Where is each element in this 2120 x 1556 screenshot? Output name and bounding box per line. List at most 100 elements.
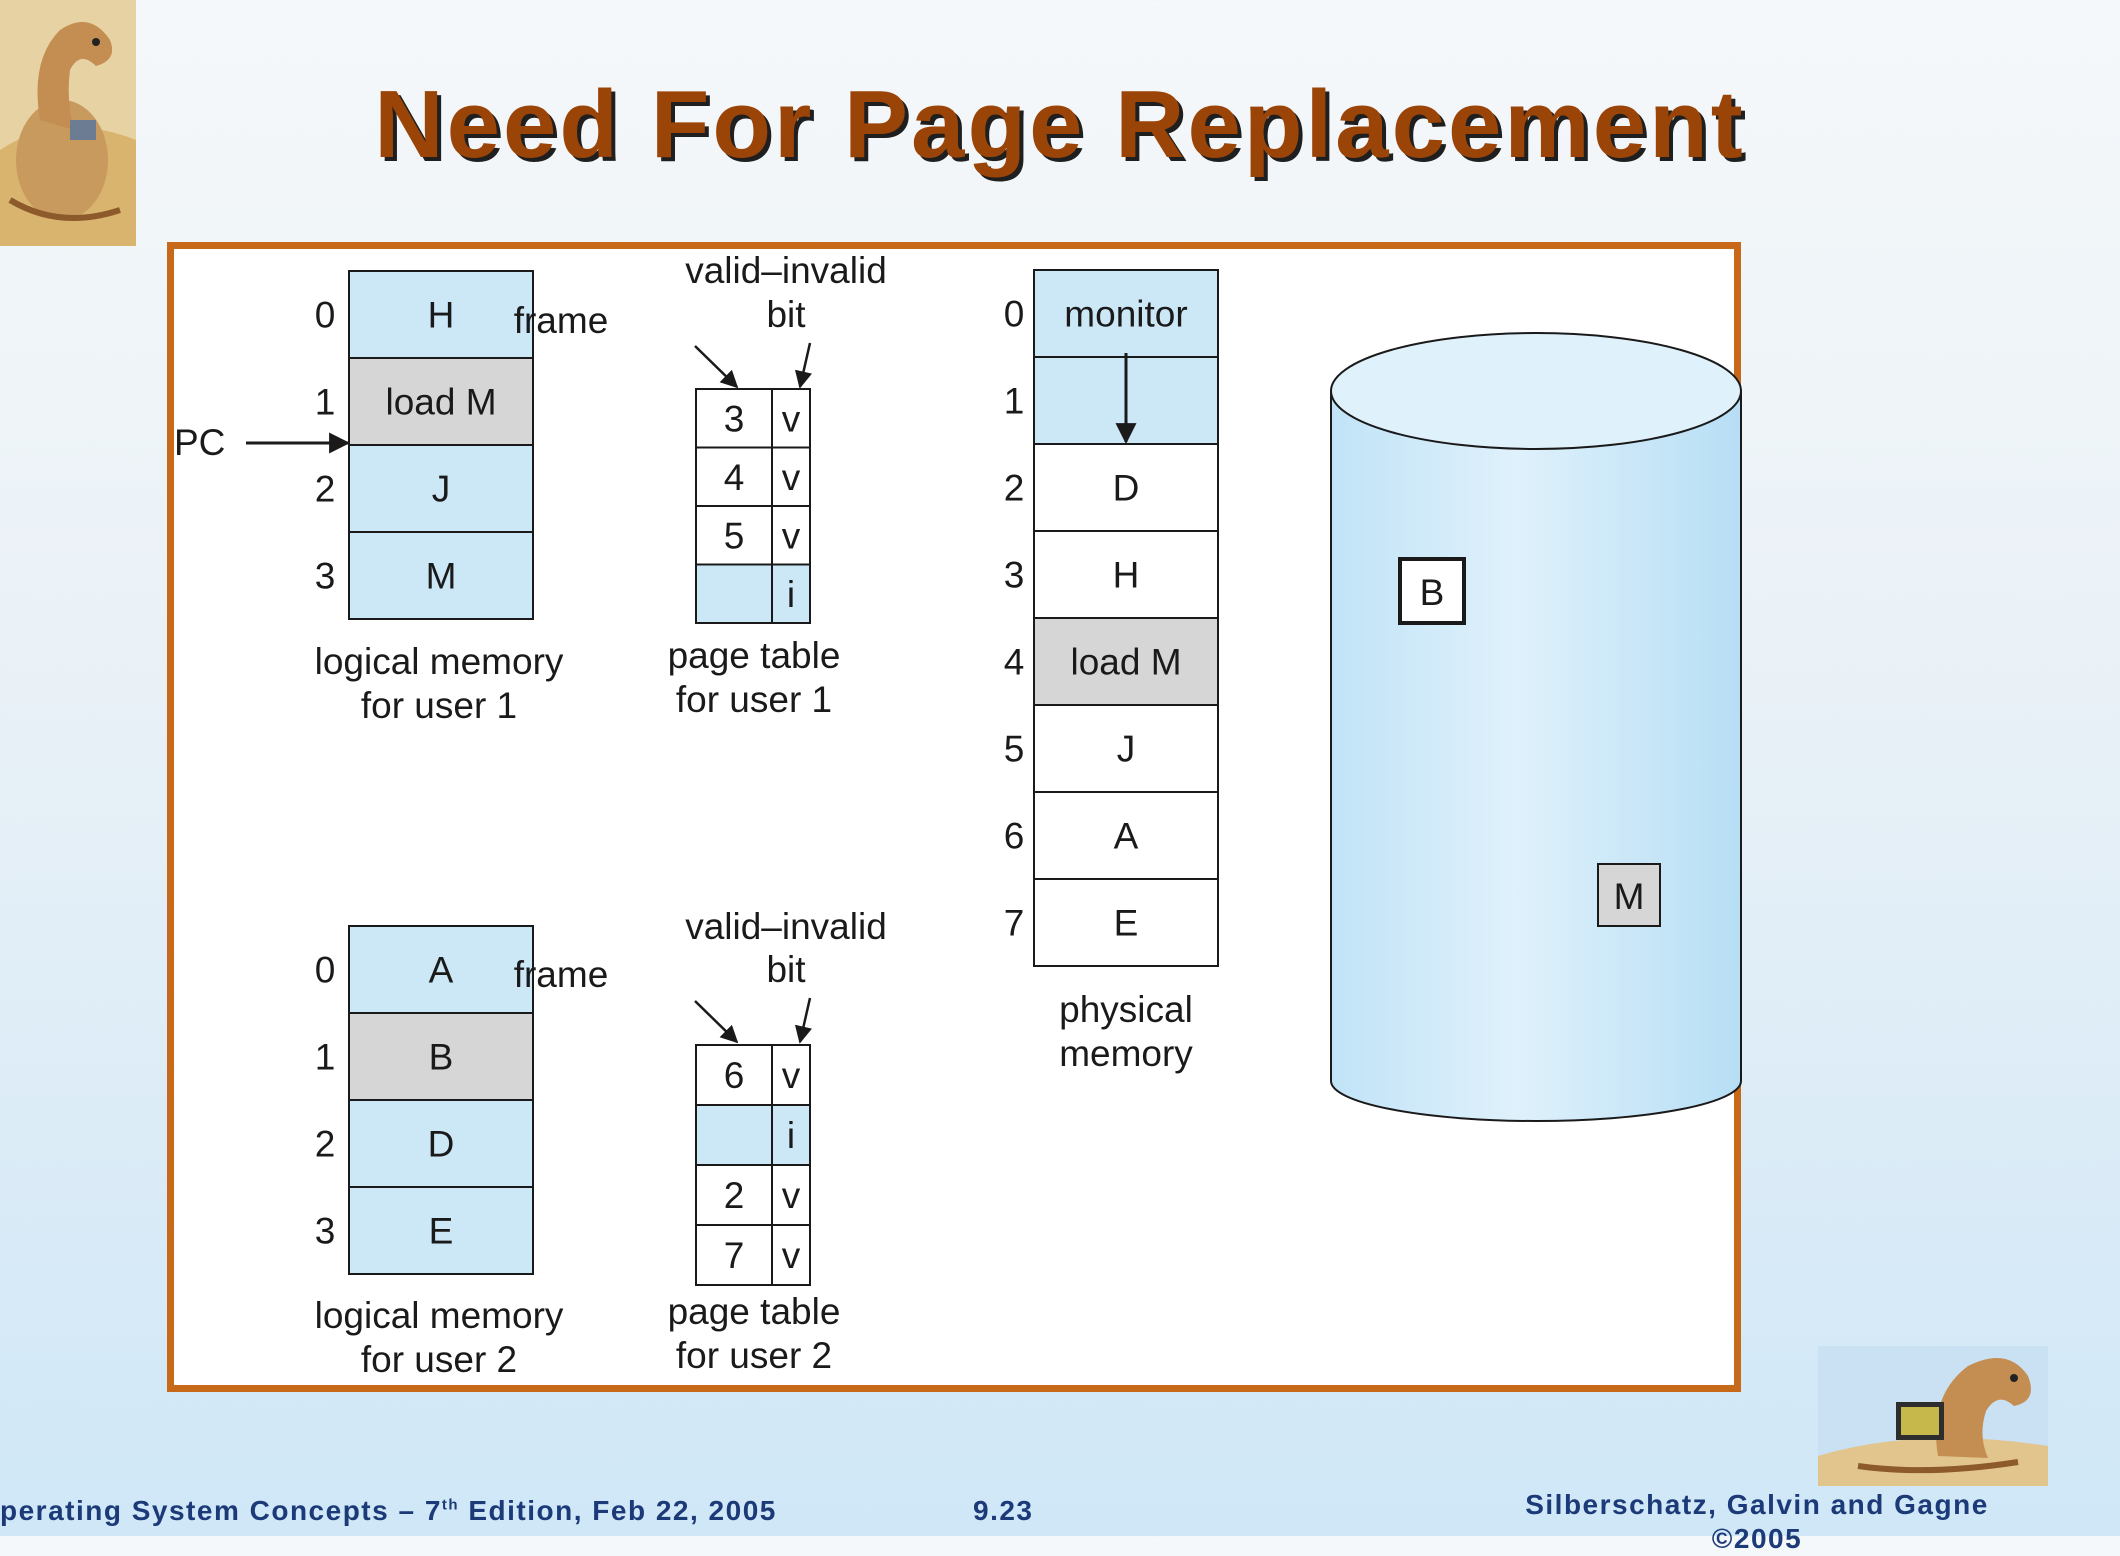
user1-logical-memory-index-0: 0 <box>315 295 336 336</box>
footer-authors-line1: Silberschatz, Galvin and Gagne <box>1525 1489 1989 1520</box>
user1-page-table-frame-2: 5 <box>724 515 745 556</box>
user2-page-table-frame-cell-0 <box>695 1044 773 1106</box>
physical-memory-cell-7 <box>1033 878 1219 967</box>
dinosaur-logo-bottom <box>1818 1346 2048 1486</box>
user1-page-table-frame-cell-0 <box>695 388 773 449</box>
physical-memory-content-7: E <box>1114 903 1139 944</box>
user1-page-table-label-line2: for user 1 <box>676 679 832 720</box>
user2-page-table-frame-3: 7 <box>724 1235 745 1276</box>
disk-page-m-label: M <box>1614 876 1645 917</box>
user2-logical-memory-cell-0 <box>348 925 534 1014</box>
physical-memory-content-5: J <box>1117 729 1136 770</box>
user1-logical-memory-cell-0 <box>348 270 534 359</box>
user2-page-table-frame-cell-3 <box>695 1224 773 1286</box>
user1-logical-memory-label-line1: logical memory <box>315 641 564 682</box>
user1-logical-memory-cell-1 <box>348 357 534 446</box>
user2-logical-memory-label-line2: for user 2 <box>361 1339 517 1380</box>
user1-page-table-bit-cell-1 <box>771 446 811 507</box>
user1-logical-memory-label-line2: for user 1 <box>361 685 517 726</box>
physical-memory-index-5: 5 <box>1004 729 1025 770</box>
user2-logical-memory-index-0: 0 <box>315 950 336 991</box>
user2-logical-memory-content-1: B <box>429 1037 454 1078</box>
user2-vi-label-line2: bit <box>766 949 806 990</box>
user2-logical-memory-content-0: A <box>429 950 454 991</box>
user2-page-table-frame-0: 6 <box>724 1055 745 1096</box>
user1-vi-arrow <box>794 342 813 389</box>
dinosaur-logo-top <box>0 0 136 246</box>
user1-frame-label: frame <box>514 300 609 341</box>
physical-memory-content-3: H <box>1113 555 1140 596</box>
user1-page-table-bit-cell-3 <box>771 563 811 624</box>
disk-page-b-label: B <box>1420 572 1445 613</box>
pc-label: PC <box>174 422 225 463</box>
user2-page-table-frame-2: 2 <box>724 1175 745 1216</box>
disk-body <box>1330 390 1742 1122</box>
user2-logical-memory-cell-1 <box>348 1012 534 1101</box>
disk-page-m-box <box>1597 863 1661 927</box>
physical-memory-index-7: 7 <box>1004 903 1025 944</box>
user1-page-table-frame-cell-3 <box>695 563 773 624</box>
physical-memory-index-0: 0 <box>1004 294 1025 335</box>
user1-page-table-bit-cell-0 <box>771 388 811 449</box>
user1-page-table-frame-cell-1 <box>695 446 773 507</box>
backing-store-disk: B M <box>1330 332 1742 1122</box>
user1-logical-memory-content-2: J <box>432 469 451 510</box>
user2-logical-memory-cell-2 <box>348 1099 534 1188</box>
user2-page-table-label-line1: page table <box>668 1291 841 1332</box>
physical-memory-content-0: monitor <box>1064 294 1187 335</box>
user2-logical-memory-content-2: D <box>428 1124 455 1165</box>
user1-page-table-bit-cell-2 <box>771 505 811 566</box>
user1-logical-memory-content-0: H <box>428 295 455 336</box>
user2-page-table-frame-cell-1 <box>695 1104 773 1166</box>
user1-page-table-bit-0: v <box>782 398 801 439</box>
footer-book-title-suffix: Edition, Feb 22, 2005 <box>459 1495 777 1526</box>
user2-logical-memory-content-3: E <box>429 1211 454 1252</box>
physical-memory-index-4: 4 <box>1004 642 1025 683</box>
user1-page-table-frame-cell-2 <box>695 505 773 566</box>
footer-book-title-sup: th <box>441 1496 460 1514</box>
user2-logical-memory-index-1: 1 <box>315 1037 336 1078</box>
physical-memory-cell-2 <box>1033 443 1219 532</box>
footer-book-title-prefix: perating System Concepts – 7 <box>0 1495 442 1526</box>
user1-vi-label-line1: valid–invalid <box>685 250 887 291</box>
physical-memory-label-line2: memory <box>1059 1033 1193 1074</box>
footer-authors-line2: ©2005 <box>1711 1523 1803 1554</box>
user1-logical-memory-content-1: load M <box>385 382 496 423</box>
physical-memory-content-4: load M <box>1070 642 1181 683</box>
user1-page-table-label-line1: page table <box>668 635 841 676</box>
user2-frame-arrow <box>694 1000 739 1044</box>
physical-memory-content-2: D <box>1113 468 1140 509</box>
user2-page-table-bit-2: v <box>782 1175 801 1216</box>
physical-memory-cell-6 <box>1033 791 1219 880</box>
physical-memory-content-6: A <box>1114 816 1139 857</box>
user2-logical-memory-index-3: 3 <box>315 1211 336 1252</box>
physical-memory-cell-4 <box>1033 617 1219 706</box>
user1-logical-memory-index-2: 2 <box>315 469 336 510</box>
user1-page-table-bit-2: v <box>782 515 801 556</box>
user2-page-table-bit-3: v <box>782 1235 801 1276</box>
user1-page-table-frame-1: 4 <box>724 457 745 498</box>
user2-logical-memory-index-2: 2 <box>315 1124 336 1165</box>
disk-page-b-box <box>1398 557 1466 625</box>
footer-book-title: perating System Concepts – 7th Edition, … <box>0 1495 777 1527</box>
user1-logical-memory-content-3: M <box>426 556 457 597</box>
physical-memory-index-1: 1 <box>1004 381 1025 422</box>
physical-memory-index-6: 6 <box>1004 816 1025 857</box>
user2-page-table-bit-cell-3 <box>771 1224 811 1286</box>
user2-vi-label-line1: valid–invalid <box>685 906 887 947</box>
user1-page-table-bit-1: v <box>782 457 801 498</box>
slide-title: Need For Page Replacement <box>374 71 1746 178</box>
physical-memory-index-3: 3 <box>1004 555 1025 596</box>
disk-top <box>1330 332 1742 450</box>
physical-memory-cell-5 <box>1033 704 1219 793</box>
user1-vi-label-line2: bit <box>766 294 806 335</box>
user2-page-table-bit-0: v <box>782 1055 801 1096</box>
physical-memory-label-line1: physical <box>1059 989 1193 1030</box>
user2-logical-memory-cell-3 <box>348 1186 534 1275</box>
